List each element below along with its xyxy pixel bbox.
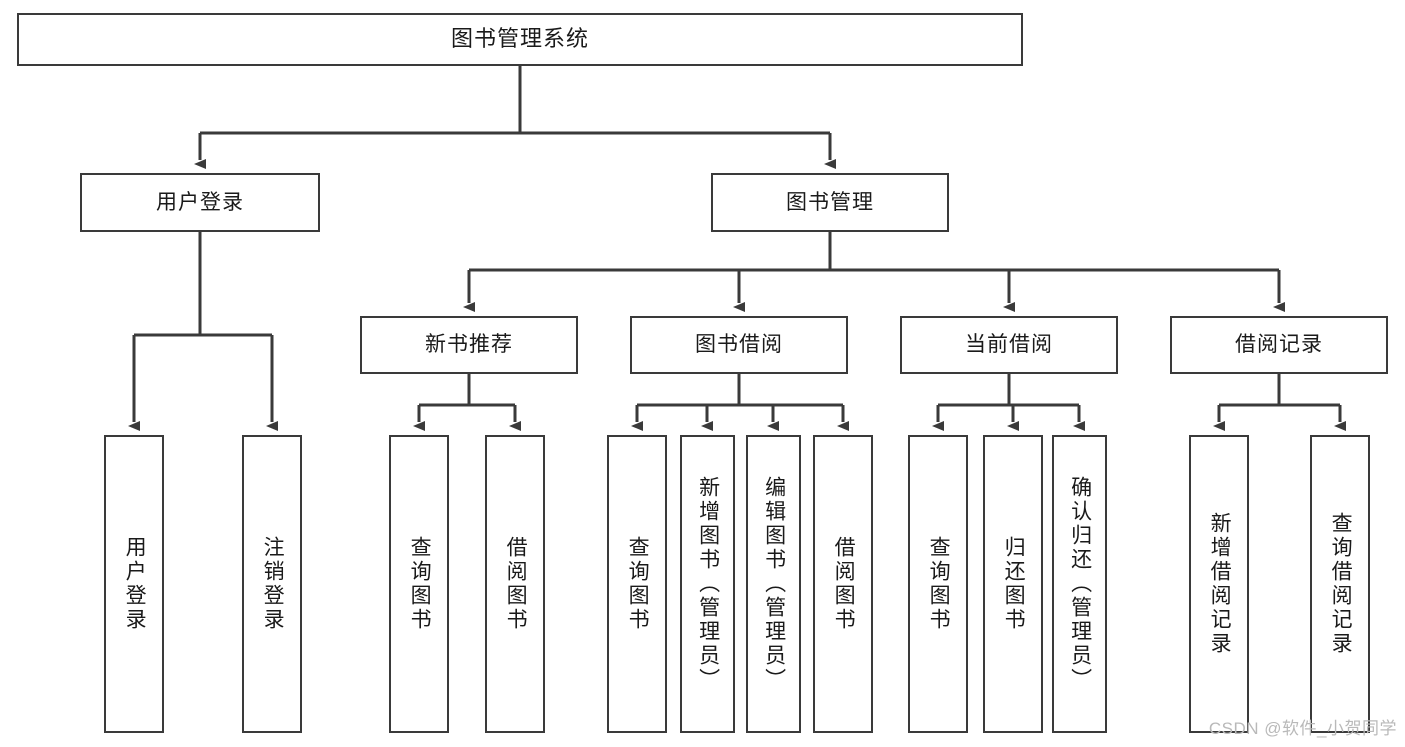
node-leaf-add-book-label: 新增图书（管理员） [696,476,720,692]
node-root[interactable]: 图书管理系统 [17,13,1023,66]
node-leaf-confirm-return[interactable]: 确认归还（管理员） [1052,435,1107,733]
node-leaf-add-record-label: 新增借阅记录 [1208,512,1232,656]
node-book-manage[interactable]: 图书管理 [711,173,949,232]
node-current-borrow[interactable]: 当前借阅 [900,316,1118,374]
node-leaf-query-book-1-label: 查询图书 [408,536,432,632]
node-borrow-record[interactable]: 借阅记录 [1170,316,1388,374]
node-leaf-user-login-label: 用户登录 [123,536,147,632]
node-leaf-borrow-book-1[interactable]: 借阅图书 [485,435,545,733]
node-leaf-query-record[interactable]: 查询借阅记录 [1310,435,1370,733]
node-leaf-query-book-2[interactable]: 查询图书 [607,435,667,733]
node-root-label: 图书管理系统 [450,26,589,52]
node-leaf-user-login[interactable]: 用户登录 [104,435,164,733]
node-leaf-query-book-3-label: 查询图书 [927,536,951,632]
node-new-book-recommend-label: 新书推荐 [425,333,513,357]
node-leaf-confirm-return-label: 确认归还（管理员） [1068,476,1092,692]
node-book-borrow[interactable]: 图书借阅 [630,316,848,374]
node-leaf-edit-book-label: 编辑图书（管理员） [762,476,786,692]
csdn-watermark: CSDN @软件_小贺同学 [1208,719,1397,738]
node-user-login[interactable]: 用户登录 [80,173,320,232]
node-leaf-logout[interactable]: 注销登录 [242,435,302,733]
node-leaf-return-book[interactable]: 归还图书 [983,435,1043,733]
node-user-login-label: 用户登录 [156,190,244,214]
node-leaf-borrow-book-1-label: 借阅图书 [504,536,528,632]
node-leaf-borrow-book-2[interactable]: 借阅图书 [813,435,873,733]
node-leaf-edit-book[interactable]: 编辑图书（管理员） [746,435,801,733]
node-book-borrow-label: 图书借阅 [695,333,783,357]
node-borrow-record-label: 借阅记录 [1235,333,1323,357]
node-leaf-return-book-label: 归还图书 [1002,536,1026,632]
node-book-manage-label: 图书管理 [786,190,874,214]
node-leaf-query-book-2-label: 查询图书 [626,536,650,632]
node-current-borrow-label: 当前借阅 [965,333,1053,357]
node-leaf-borrow-book-2-label: 借阅图书 [832,536,856,632]
node-leaf-add-book[interactable]: 新增图书（管理员） [680,435,735,733]
node-leaf-query-record-label: 查询借阅记录 [1329,512,1353,656]
node-leaf-add-record[interactable]: 新增借阅记录 [1189,435,1249,733]
node-leaf-logout-label: 注销登录 [261,536,285,632]
node-leaf-query-book-3[interactable]: 查询图书 [908,435,968,733]
node-new-book-recommend[interactable]: 新书推荐 [360,316,578,374]
node-leaf-query-book-1[interactable]: 查询图书 [389,435,449,733]
